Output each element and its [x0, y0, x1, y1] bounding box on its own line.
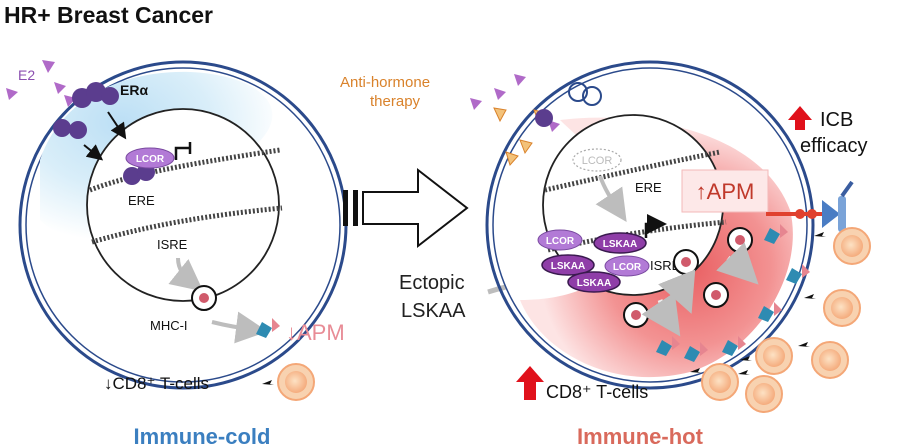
e2-label: E2: [18, 67, 35, 83]
svg-text:LCOR: LCOR: [546, 236, 575, 247]
state-label-hot: Immune-hot: [577, 424, 704, 447]
er-alpha-receptors-right: [535, 82, 602, 127]
svg-text:LCOR: LCOR: [613, 262, 642, 273]
apm-box-hot: ↑APM: [681, 169, 769, 213]
svg-text:LSKAA: LSKAA: [551, 261, 585, 272]
mhc-label: MHC-I: [150, 318, 188, 333]
svg-text:LSKAA: LSKAA: [603, 239, 637, 250]
er-arrow-1: [107, 111, 127, 140]
mhc-vesicle-left: [191, 285, 217, 311]
er-arrow-2: [83, 144, 104, 161]
er-alpha-label: ERα: [120, 82, 148, 98]
mhc-molecule-left: [256, 318, 280, 338]
apm-label-cold: ↓APM: [286, 320, 345, 345]
lcor-faded-label: LCOR: [582, 155, 613, 167]
dna-strand-upper: [89, 147, 281, 193]
state-label-cold: Immune-cold: [134, 424, 271, 447]
icb-label-line2: efficacy: [800, 135, 867, 157]
icb-up-arrow: [788, 106, 812, 130]
therapy-label-line2: therapy: [370, 93, 421, 110]
ere-label-left: ERE: [128, 193, 155, 208]
repression-bar: [174, 146, 190, 160]
ere-label-right: ERE: [635, 180, 662, 195]
e2-therapy-ligands: [470, 74, 560, 166]
ectopic-label-line1: Ectopic: [399, 272, 465, 294]
mhc-arrow: [211, 311, 268, 344]
tcell-receptor-cold: [262, 380, 274, 385]
icb-antibody: [766, 180, 854, 232]
cd8-up-arrow: [516, 366, 544, 400]
e2-ligands-left: [6, 60, 76, 107]
lcor-complex-left: LCOR: [123, 142, 192, 185]
cd8-label-cold: ↓CD8⁺ T-cells: [104, 374, 209, 393]
apm-label-hot: ↑APM: [696, 179, 755, 204]
ectopic-label-line2: LSKAA: [401, 300, 466, 322]
figure-title: HR+ Breast Cancer: [4, 2, 213, 28]
tcell-cold: [277, 363, 315, 401]
mhc-traffic-arrows: [641, 242, 759, 337]
er-alpha-receptors: [53, 82, 119, 139]
mhc-molecules-right: [656, 224, 810, 362]
tcells-hot: [690, 227, 871, 413]
lcor-label-left: LCOR: [136, 154, 165, 165]
svg-text:LSKAA: LSKAA: [577, 278, 611, 289]
icb-label-line1: ICB: [820, 109, 853, 131]
transition-arrow: [343, 167, 469, 249]
activation-arrow: [644, 214, 667, 238]
dna-strand-lower: [91, 205, 283, 245]
lcor-faded: [572, 148, 622, 172]
dna-strand-upper-right: [544, 149, 721, 193]
therapy-label-line1: Anti-hormone: [340, 74, 430, 91]
lcor-release-arrow: [595, 175, 627, 222]
isre-arrow-left: [168, 257, 204, 292]
lskaa-lcor-complex: LCOR LSKAA LSKAA LCOR LSKAA: [537, 214, 667, 293]
cd8-label-hot: CD8⁺ T-cells: [546, 382, 648, 402]
isre-label-left: ISRE: [157, 237, 188, 252]
